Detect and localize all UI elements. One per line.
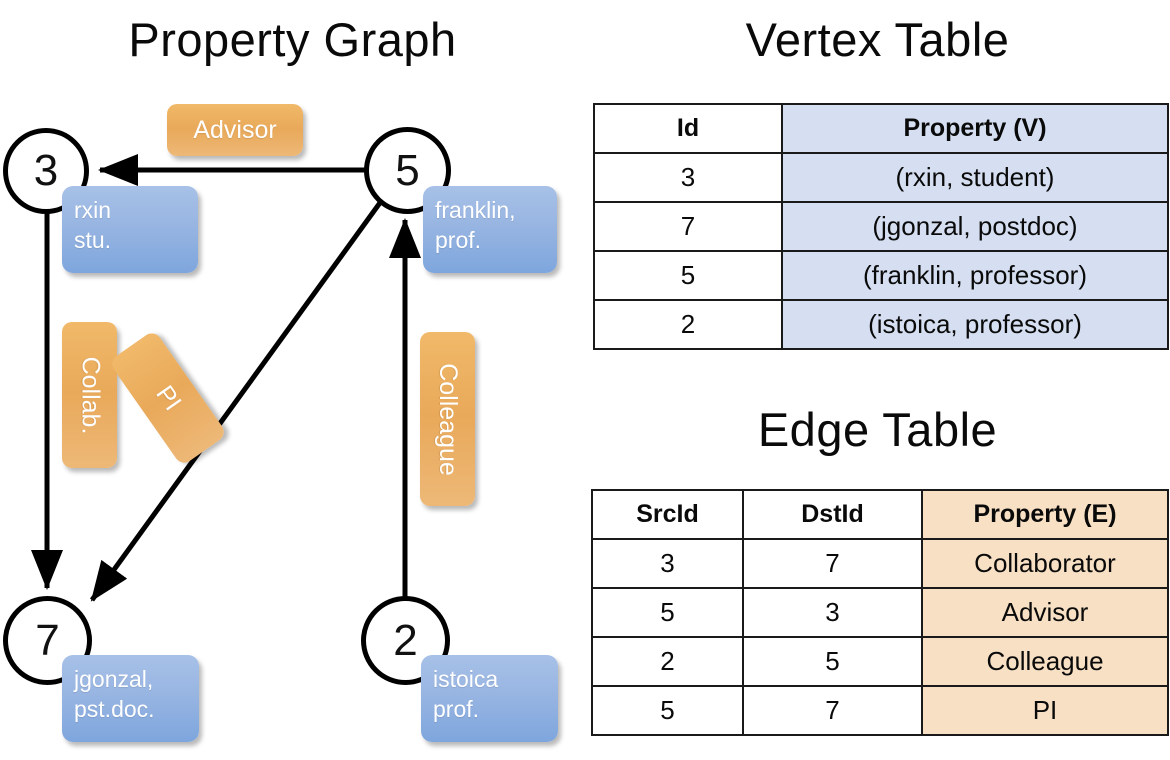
graph-node-3-callout-line2: stu.: [74, 226, 112, 253]
vertex-table-col-id: Id: [593, 103, 783, 154]
edge-cell-property: Colleague: [921, 636, 1169, 687]
vertex-cell-property: (jgonzal, postdoc): [781, 201, 1169, 252]
graph-node-7-id: 7: [35, 615, 60, 665]
table-row[interactable]: 3 7 Collaborator: [591, 538, 1169, 589]
edge-table: SrcId DstId Property (E) 3 7 Collaborato…: [591, 489, 1169, 736]
vertex-cell-id: 7: [593, 201, 783, 252]
edge-label-advisor: Advisor: [167, 104, 303, 156]
graph-node-2-id: 2: [393, 615, 418, 665]
table-row[interactable]: 3 (rxin, student): [593, 152, 1169, 203]
edge-table-col-srcid: SrcId: [591, 489, 744, 540]
graph-node-5-callout-line1: franklin,: [435, 197, 516, 223]
edge-table-col-property: Property (E): [921, 489, 1169, 540]
graph-edges-svg: [31, 154, 421, 602]
edge-table-col-dstid: DstId: [742, 489, 923, 540]
edge-table-header-row: SrcId DstId Property (E): [591, 489, 1169, 540]
table-row[interactable]: 5 7 PI: [591, 685, 1169, 736]
edge-cell-dst: 7: [742, 685, 923, 736]
vertex-cell-id: 3: [593, 152, 783, 203]
edge-5-to-7: [89, 198, 385, 602]
graph-node-2-callout-line2: prof.: [433, 695, 480, 722]
page-title-property-graph: Property Graph: [128, 13, 457, 66]
property-graph-diagram: 3 rxin stu. 5 franklin, prof. 7 jgonzal,…: [3, 104, 558, 742]
vertex-cell-property: (istoica, professor): [781, 299, 1169, 350]
vertex-cell-property: (franklin, professor): [781, 250, 1169, 301]
graph-node-5-callout-line2: prof.: [435, 226, 482, 253]
edge-cell-src: 5: [591, 587, 744, 638]
page-title-edge-table: Edge Table: [757, 403, 998, 456]
graph-node-7-callout: jgonzal, pst.doc.: [62, 655, 199, 742]
page-title-vertex-table: Vertex Table: [745, 13, 1010, 66]
graph-node-5[interactable]: 5: [364, 127, 451, 214]
graph-node-5-callout: franklin, prof.: [423, 186, 557, 273]
graph-node-2-callout: istoica prof.: [421, 655, 558, 742]
vertex-cell-property: (rxin, student): [781, 152, 1169, 203]
table-row[interactable]: 2 (istoica, professor): [593, 299, 1169, 350]
graph-node-5-id: 5: [395, 145, 420, 195]
table-row[interactable]: 2 5 Colleague: [591, 636, 1169, 687]
vertex-cell-id: 5: [593, 250, 783, 301]
edge-label-colleague: Colleague: [420, 332, 475, 506]
edge-label-collab: Collab.: [62, 322, 117, 468]
edge-cell-property: Advisor: [921, 587, 1169, 638]
edge-cell-dst: 5: [742, 636, 923, 687]
graph-node-7-callout-line2: pst.doc.: [74, 695, 155, 722]
edge-cell-dst: 3: [742, 587, 923, 638]
graph-node-7-callout-line1: jgonzal,: [74, 666, 154, 692]
edge-cell-property: Collaborator: [921, 538, 1169, 589]
graph-node-2-callout-line1: istoica: [433, 666, 499, 692]
edge-cell-src: 3: [591, 538, 744, 589]
vertex-table: Id Property (V) 3 (rxin, student) 7 (jgo…: [593, 103, 1169, 350]
table-row[interactable]: 7 (jgonzal, postdoc): [593, 201, 1169, 252]
table-row[interactable]: 5 3 Advisor: [591, 587, 1169, 638]
vertex-table-header-row: Id Property (V): [593, 103, 1169, 154]
edge-cell-src: 5: [591, 685, 744, 736]
graph-node-3-id: 3: [33, 146, 59, 195]
edge-cell-src: 2: [591, 636, 744, 687]
table-row[interactable]: 5 (franklin, professor): [593, 250, 1169, 301]
edge-cell-property: PI: [921, 685, 1169, 736]
graph-node-2[interactable]: 2: [361, 596, 450, 685]
vertex-cell-id: 2: [593, 299, 783, 350]
edge-cell-dst: 7: [742, 538, 923, 589]
graph-node-3-callout: rxin stu.: [62, 186, 198, 273]
vertex-table-col-property: Property (V): [781, 103, 1169, 154]
graph-node-3-callout-line1: rxin: [74, 197, 112, 223]
